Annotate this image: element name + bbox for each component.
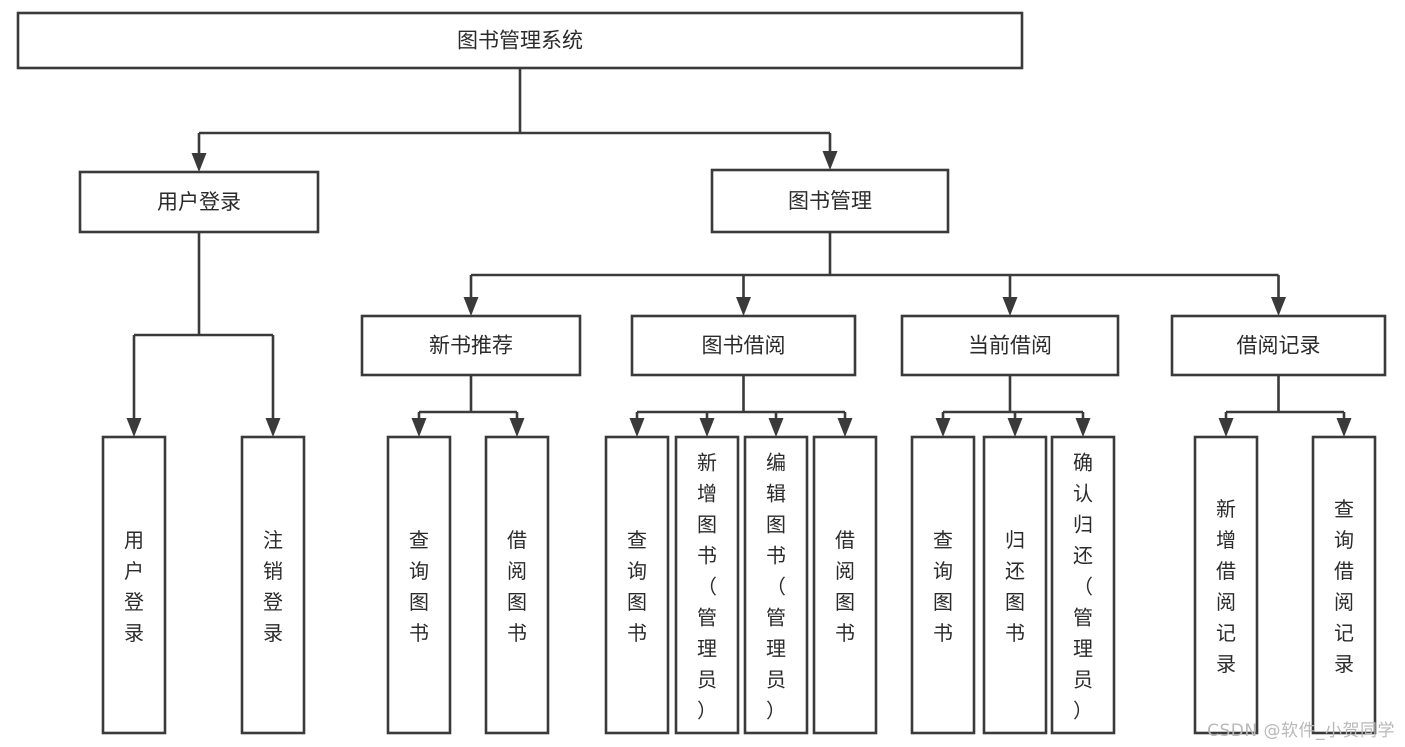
- node-box-borrow-query-book: [604, 435, 670, 735]
- node-label-root: 图书管理系统: [457, 29, 583, 53]
- node-current-confirm-return[interactable]: 确认归还（管理员）: [1050, 435, 1116, 735]
- node-box-recommend-query-book: [386, 435, 452, 735]
- node-box-new-book-recommend: [360, 314, 582, 377]
- node-current-query-book[interactable]: 查询图书: [910, 435, 976, 735]
- node-box-user-login-leaf: [101, 435, 167, 735]
- node-box-current-borrow: [900, 314, 1120, 377]
- node-borrow-edit-book[interactable]: 编辑图书（管理员）: [743, 435, 809, 735]
- to-record-add-arrow: [1218, 418, 1234, 437]
- node-label-borrow-record: 借阅记录: [1237, 334, 1321, 358]
- to-current-borrow-arrow: [1002, 297, 1018, 316]
- to-user-login-arrow: [191, 153, 207, 172]
- node-label-borrow-borrow-book: 借阅图书: [835, 528, 855, 645]
- node-label-current-borrow: 当前借阅: [968, 334, 1052, 358]
- node-label-user-logout-leaf: 注销登录: [263, 528, 283, 645]
- node-user-logout-leaf[interactable]: 注销登录: [240, 435, 306, 735]
- node-label-user-login-leaf: 用户登录: [124, 528, 144, 645]
- node-record-query[interactable]: 查询借阅记录: [1311, 435, 1377, 735]
- node-box-record-query: [1311, 435, 1377, 735]
- node-current-return-book[interactable]: 归还图书: [982, 435, 1048, 735]
- node-record-add[interactable]: 新增借阅记录: [1193, 435, 1259, 735]
- to-recommend-query-book-arrow: [411, 418, 427, 437]
- node-label-borrow-edit-book: 编辑图书（管理员）: [766, 451, 786, 723]
- to-recommend-borrow-book-arrow: [509, 418, 525, 437]
- node-label-record-add: 新增借阅记录: [1216, 497, 1236, 676]
- node-box-book-borrow: [630, 314, 857, 377]
- node-label-recommend-query-book: 查询图书: [409, 528, 429, 645]
- to-borrow-add-book-arrow: [699, 418, 715, 437]
- node-label-borrow-query-book: 查询图书: [627, 528, 647, 645]
- to-user-logout-leaf-arrow: [265, 418, 281, 437]
- node-box-current-confirm-return: [1050, 435, 1116, 735]
- to-borrow-record-arrow: [1271, 297, 1286, 316]
- node-root[interactable]: 图书管理系统: [16, 11, 1024, 70]
- node-box-record-add: [1193, 435, 1259, 735]
- node-box-root: [16, 11, 1024, 70]
- node-box-borrow-record: [1170, 314, 1387, 377]
- node-user-login[interactable]: 用户登录: [78, 170, 320, 234]
- node-box-borrow-borrow-book: [812, 435, 878, 735]
- node-box-borrow-edit-book: [743, 435, 809, 735]
- node-box-user-login: [78, 170, 320, 234]
- node-label-borrow-add-book: 新增图书（管理员）: [697, 451, 717, 723]
- node-label-book-management: 图书管理: [788, 189, 872, 213]
- node-user-login-leaf[interactable]: 用户登录: [101, 435, 167, 735]
- node-label-new-book-recommend: 新书推荐: [429, 334, 513, 358]
- to-current-return-book-arrow: [1007, 418, 1023, 437]
- node-recommend-borrow-book[interactable]: 借阅图书: [484, 435, 550, 735]
- node-label-current-return-book: 归还图书: [1005, 528, 1025, 645]
- to-user-login-leaf-arrow: [126, 418, 142, 437]
- node-borrow-borrow-book[interactable]: 借阅图书: [812, 435, 878, 735]
- to-current-query-book-arrow: [935, 418, 951, 437]
- node-label-user-login: 用户登录: [157, 190, 241, 214]
- to-new-book-recommend-arrow: [463, 297, 479, 316]
- node-box-current-return-book: [982, 435, 1048, 735]
- node-label-current-confirm-return: 确认归还（管理员）: [1073, 451, 1093, 723]
- node-recommend-query-book[interactable]: 查询图书: [386, 435, 452, 735]
- node-layer: 图书管理系统用户登录图书管理用户登录注销登录新书推荐查询图书借阅图书图书借阅查询…: [16, 11, 1387, 735]
- node-box-current-query-book: [910, 435, 976, 735]
- node-box-borrow-add-book: [674, 435, 740, 735]
- to-current-confirm-return-arrow: [1075, 418, 1091, 437]
- node-borrow-record[interactable]: 借阅记录: [1170, 314, 1387, 377]
- to-borrow-query-book-arrow: [629, 418, 645, 437]
- node-box-book-management: [710, 168, 950, 234]
- node-box-user-logout-leaf: [240, 435, 306, 735]
- to-book-borrow-arrow: [736, 297, 751, 316]
- node-new-book-recommend[interactable]: 新书推荐: [360, 314, 582, 377]
- node-box-recommend-borrow-book: [484, 435, 550, 735]
- to-borrow-borrow-book-arrow: [837, 418, 853, 437]
- node-borrow-add-book[interactable]: 新增图书（管理员）: [674, 435, 740, 735]
- node-borrow-query-book[interactable]: 查询图书: [604, 435, 670, 735]
- node-label-record-query: 查询借阅记录: [1334, 497, 1354, 676]
- node-label-current-query-book: 查询图书: [933, 528, 953, 645]
- node-current-borrow[interactable]: 当前借阅: [900, 314, 1120, 377]
- node-label-book-borrow: 图书借阅: [702, 334, 786, 358]
- to-record-query-arrow: [1336, 418, 1352, 437]
- to-book-management-arrow: [822, 151, 838, 170]
- node-label-recommend-borrow-book: 借阅图书: [507, 528, 527, 645]
- connector-layer: [126, 68, 1352, 437]
- watermark-text: CSDN @软件_小贺同学: [1207, 721, 1395, 741]
- node-book-management[interactable]: 图书管理: [710, 168, 950, 234]
- to-borrow-edit-book-arrow: [768, 418, 784, 437]
- node-book-borrow[interactable]: 图书借阅: [630, 314, 857, 377]
